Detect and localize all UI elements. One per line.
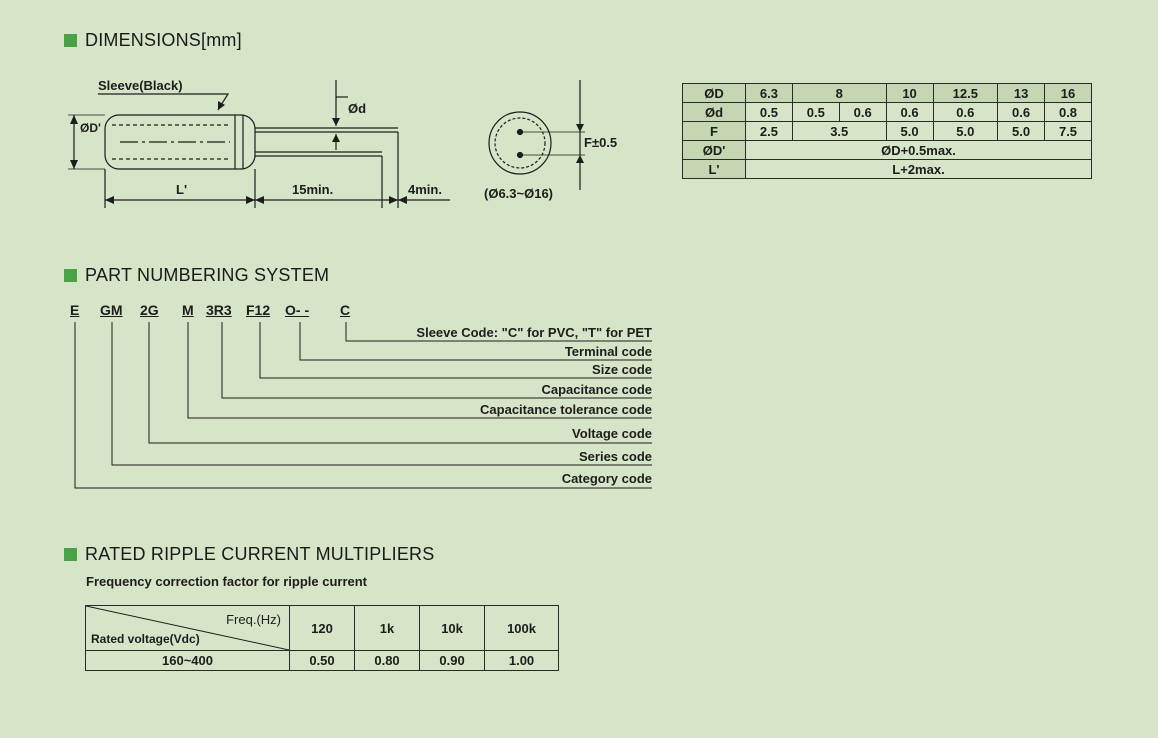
multiplier-cell: 0.50 — [288, 650, 356, 671]
label-terminal-code: Terminal code — [564, 344, 652, 359]
code-voltage: 2G — [140, 302, 159, 318]
ripple-data-row: 160~400 0.50 0.80 0.90 1.00 — [85, 650, 559, 671]
dimensions-cell: 0.6 — [885, 102, 934, 122]
part-numbering-title: PART NUMBERING SYSTEM — [85, 265, 330, 285]
dimensions-cell: 5.0 — [932, 121, 999, 141]
section-bullet-icon — [64, 269, 77, 282]
label-category-code: Category code — [561, 471, 652, 486]
ripple-header-row: Freq.(Hz) Rated voltage(Vdc) 120 1k 10k … — [85, 605, 559, 651]
dimensions-cell: 10 — [885, 83, 934, 103]
dimensions-cell: 5.0 — [885, 121, 934, 141]
dimensions-row-head: F — [682, 121, 746, 141]
f-tolerance-label: F±0.5 — [584, 135, 618, 150]
dimensions-cell: 3.5 — [791, 121, 887, 141]
code-capacitance: 3R3 — [206, 302, 232, 318]
dimensions-row: ØD'ØD+0.5max. — [682, 140, 1092, 160]
ripple-corner-cell: Freq.(Hz) Rated voltage(Vdc) — [85, 605, 290, 651]
dimensions-row-head: ØD' — [682, 140, 746, 160]
code-series: GM — [100, 302, 123, 318]
code-terminal: O- - — [285, 302, 310, 318]
freq-axis-label: Freq.(Hz) — [226, 612, 281, 627]
label-series-code: Series code — [579, 449, 652, 464]
dimensions-cell: ØD+0.5max. — [745, 140, 1092, 160]
freq-header: 10k — [419, 605, 486, 651]
dimensions-cell: 0.6 — [997, 102, 1046, 122]
dimensions-cell: 0.6 — [932, 102, 999, 122]
label-sleeve-code: Sleeve Code: "C" for PVC, "T" for PET — [416, 325, 652, 340]
lead-15min-label: 15min. — [292, 182, 334, 197]
freq-header: 1k — [354, 605, 421, 651]
dimensions-cell: 5.0 — [997, 121, 1046, 141]
label-voltage-code: Voltage code — [572, 426, 652, 441]
lead-4min-label: 4min. — [408, 182, 442, 197]
od-lead-label: Ød — [348, 101, 367, 116]
lead-lower — [255, 151, 382, 157]
dimensions-heading: DIMENSIONS[mm] — [64, 30, 242, 51]
dimensions-row-head: ØD — [682, 83, 746, 103]
diameter-range-label: (Ø6.3~Ø16) — [484, 186, 554, 201]
freq-header: 120 — [288, 605, 356, 651]
dimensions-row-head: L' — [682, 159, 746, 179]
section-bullet-icon — [64, 34, 77, 47]
lead-upper — [255, 127, 398, 133]
od-prime-label: ØD' — [80, 121, 101, 135]
dimensions-cell: 0.5 — [745, 102, 793, 122]
multiplier-cell: 0.90 — [419, 650, 486, 671]
ripple-subtitle: Frequency correction factor for ripple c… — [86, 574, 368, 589]
multiplier-cell: 0.80 — [354, 650, 421, 671]
dimensions-cell: 8 — [791, 83, 887, 103]
section-bullet-icon — [64, 548, 77, 561]
l-prime-label: L' — [176, 182, 188, 197]
dimensions-title: DIMENSIONS[mm] — [85, 30, 242, 50]
code-tolerance: M — [182, 302, 194, 318]
multiplier-cell: 1.00 — [484, 650, 559, 671]
dimensions-cell: 0.5 — [791, 102, 840, 122]
dimensions-cell: 16 — [1044, 83, 1092, 103]
code-sleeve: C — [340, 302, 351, 318]
code-size: F12 — [246, 302, 271, 318]
label-tolerance-code: Capacitance tolerance code — [480, 402, 652, 417]
code-category: E — [70, 302, 80, 318]
label-capacitance-code: Capacitance code — [541, 382, 652, 397]
dimensions-cell: 7.5 — [1044, 121, 1092, 141]
dimensions-row-head: Ød — [682, 102, 746, 122]
ripple-heading: RATED RIPPLE CURRENT MULTIPLIERS — [64, 544, 434, 565]
sleeve-label: Sleeve(Black) — [98, 78, 183, 93]
freq-header: 100k — [484, 605, 559, 651]
dimensions-cell: 12.5 — [932, 83, 999, 103]
dimensions-cell: L+2max. — [745, 159, 1092, 179]
capacitor-dimension-drawing — [68, 80, 627, 208]
dimensions-cell: 6.3 — [745, 83, 793, 103]
ripple-multiplier-table: Freq.(Hz) Rated voltage(Vdc) 120 1k 10k … — [85, 605, 559, 671]
dimensions-cell: 0.6 — [838, 102, 887, 122]
voltage-cell: 160~400 — [85, 650, 290, 671]
dimensions-cell: 2.5 — [745, 121, 793, 141]
part-numbering-heading: PART NUMBERING SYSTEM — [64, 265, 329, 286]
ripple-title: RATED RIPPLE CURRENT MULTIPLIERS — [85, 544, 435, 564]
capacitor-body — [104, 114, 256, 170]
part-numbering-leader-lines — [74, 322, 652, 489]
dimensions-row: L'L+2max. — [682, 159, 1092, 179]
label-size-code: Size code — [592, 362, 652, 377]
capacitor-end-view — [488, 80, 585, 190]
dimensions-cell: 13 — [997, 83, 1046, 103]
dimensions-cell: 0.8 — [1044, 102, 1092, 122]
voltage-axis-label: Rated voltage(Vdc) — [91, 632, 200, 646]
